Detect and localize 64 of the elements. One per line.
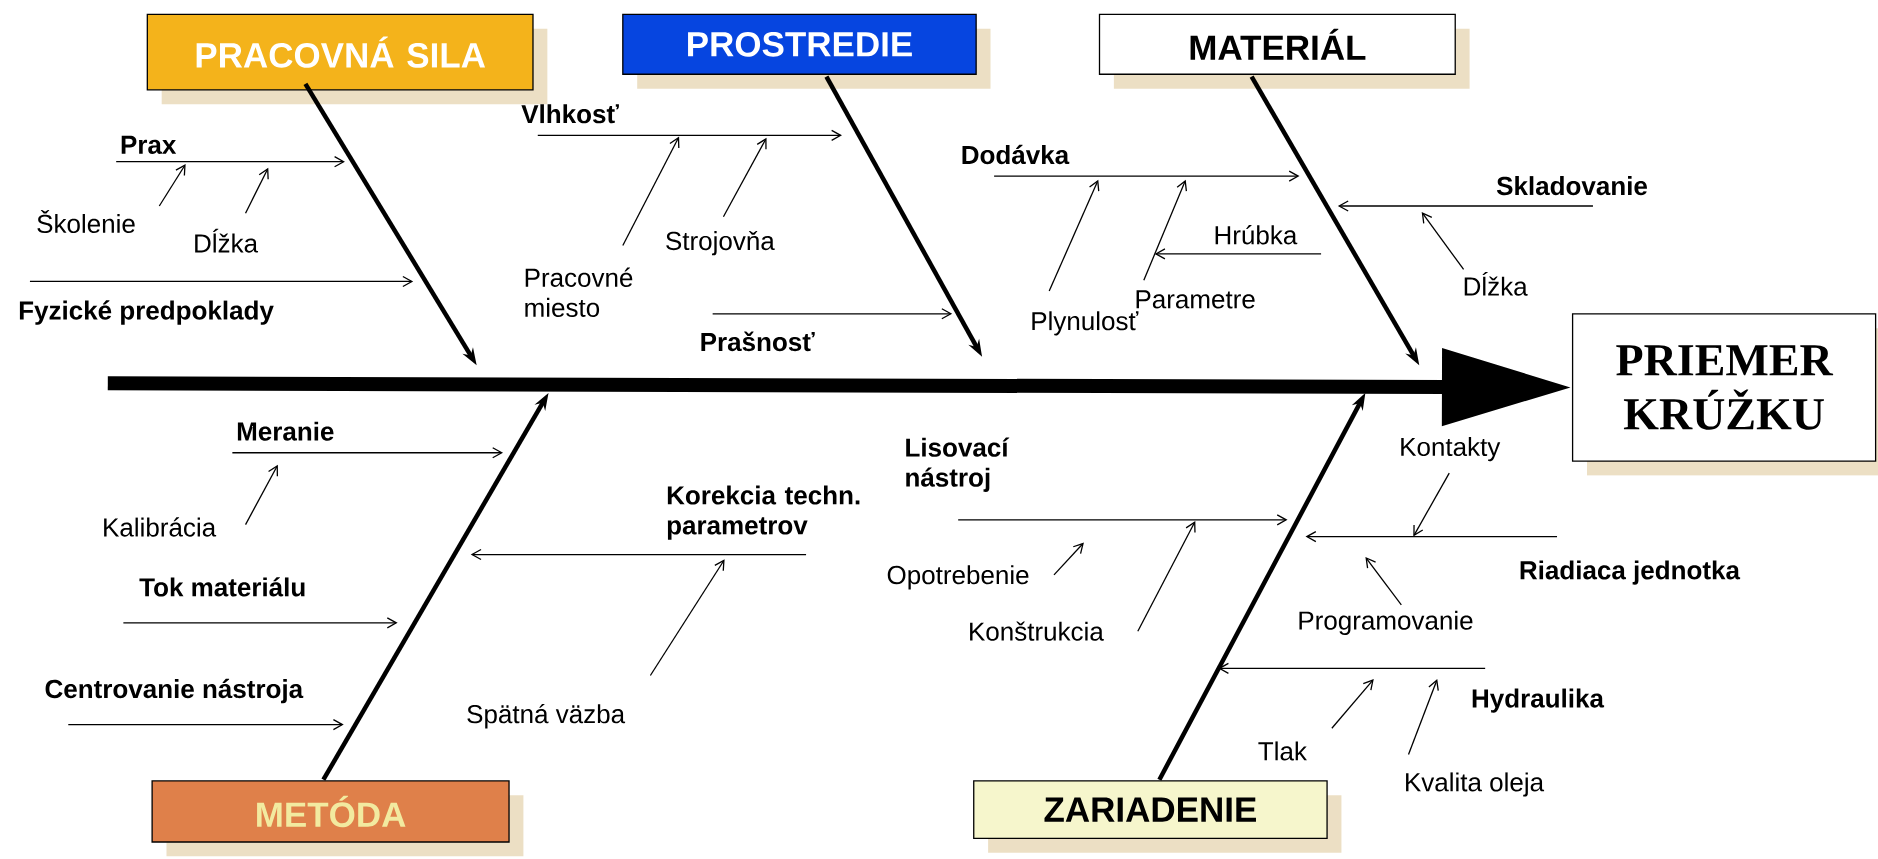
arrow bbox=[244, 167, 269, 214]
arrow bbox=[29, 275, 414, 288]
arrow bbox=[1048, 179, 1100, 292]
arrow bbox=[67, 719, 344, 731]
arrow bbox=[537, 129, 842, 142]
arrow bbox=[722, 137, 767, 218]
sub-cause-label: Strojovňa bbox=[666, 231, 775, 256]
sub-cause-label: Pracovné miesto bbox=[525, 267, 633, 318]
arrow bbox=[712, 308, 953, 320]
arrow bbox=[1137, 521, 1196, 632]
sub-cause-label: Spätná väzba bbox=[467, 704, 626, 729]
arrow bbox=[244, 464, 278, 526]
sub-cause-label: Hrúbka bbox=[1215, 225, 1298, 245]
sub-cause-label: Dĺžka bbox=[1464, 272, 1528, 296]
cause-label: Skladovanie bbox=[1496, 176, 1647, 196]
arrow bbox=[1331, 679, 1374, 729]
cause-label: Riadiaca jednotka bbox=[1520, 560, 1741, 585]
sub-cause-label: Kontakty bbox=[1401, 437, 1501, 462]
cause-label: Hydraulika bbox=[1472, 688, 1605, 713]
arrow bbox=[1413, 472, 1450, 537]
category-box: MATERIÁL bbox=[1098, 13, 1470, 89]
cause-label: Lisovací nástroj bbox=[906, 437, 1010, 493]
cause-label: Fyzické predpoklady bbox=[19, 300, 274, 325]
arrow bbox=[1407, 679, 1439, 756]
cause-label: Prax bbox=[121, 135, 177, 155]
arrow bbox=[957, 514, 1288, 526]
arrow bbox=[1053, 542, 1084, 576]
arrow bbox=[1305, 531, 1558, 543]
arrow bbox=[993, 170, 1300, 182]
sub-cause-label: Plynulosť bbox=[1032, 311, 1139, 336]
arrow bbox=[470, 549, 807, 561]
sub-cause-label: Kvalita oleja bbox=[1406, 772, 1545, 797]
arrow bbox=[622, 136, 680, 247]
cause-label: Vlhkosť bbox=[521, 104, 619, 124]
cause-label: Tok materiálu bbox=[139, 577, 305, 597]
sub-cause-label: Dĺžka bbox=[195, 228, 259, 253]
sub-cause-label: Opotrebenie bbox=[887, 565, 1029, 590]
sub-cause-label: Konštrukcia bbox=[970, 621, 1104, 641]
arrow bbox=[1421, 212, 1465, 271]
sub-cause-label: Parametre bbox=[1136, 290, 1255, 309]
arrow bbox=[1365, 557, 1402, 606]
sub-cause-label: Tlak bbox=[1258, 741, 1307, 761]
sub-cause-label: Školenie bbox=[37, 210, 135, 234]
cause-label: Prašnosť bbox=[701, 331, 815, 352]
sub-cause-label: Programovanie bbox=[1299, 610, 1473, 636]
cause-label: Meranie bbox=[237, 421, 334, 441]
cause-label: Korekcia techn. parametrov bbox=[667, 485, 860, 540]
arrow bbox=[1143, 179, 1188, 282]
effect-box: PRIEMER KRÚŽKU bbox=[1571, 313, 1878, 476]
cause-label: Centrovanie nástroja bbox=[45, 678, 304, 704]
category-box: PROSTREDIE bbox=[622, 13, 991, 89]
arrow bbox=[231, 447, 504, 459]
category-box: ZARIADENIE bbox=[973, 780, 1342, 853]
arrow bbox=[115, 156, 345, 168]
sub-cause-label: Kalibrácia bbox=[104, 517, 217, 537]
arrow bbox=[1154, 248, 1322, 260]
arrow bbox=[122, 617, 398, 629]
arrow bbox=[158, 164, 186, 207]
category-box: METÓDA bbox=[151, 780, 524, 857]
arrow bbox=[649, 559, 725, 677]
arrow bbox=[1337, 200, 1594, 212]
cause-label: Dodávka bbox=[962, 144, 1070, 165]
category-box: PRACOVNÁ SILA bbox=[146, 13, 548, 105]
arrow bbox=[1218, 662, 1486, 675]
